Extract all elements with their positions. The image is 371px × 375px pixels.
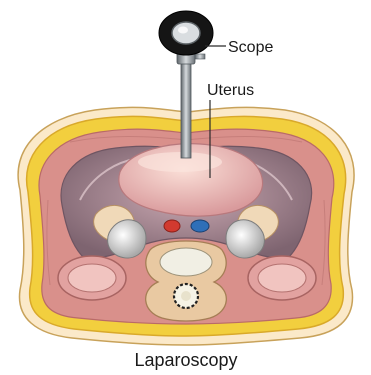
scope-shaft — [181, 60, 191, 158]
vena-cava — [191, 220, 209, 232]
aorta — [164, 220, 180, 232]
scope-lens — [172, 22, 200, 44]
scope-light-post — [195, 54, 205, 59]
uterus-label: Uterus — [207, 82, 254, 99]
caption: Laparoscopy — [134, 350, 237, 370]
scope-label: Scope — [228, 39, 273, 56]
vertebra — [146, 241, 227, 321]
